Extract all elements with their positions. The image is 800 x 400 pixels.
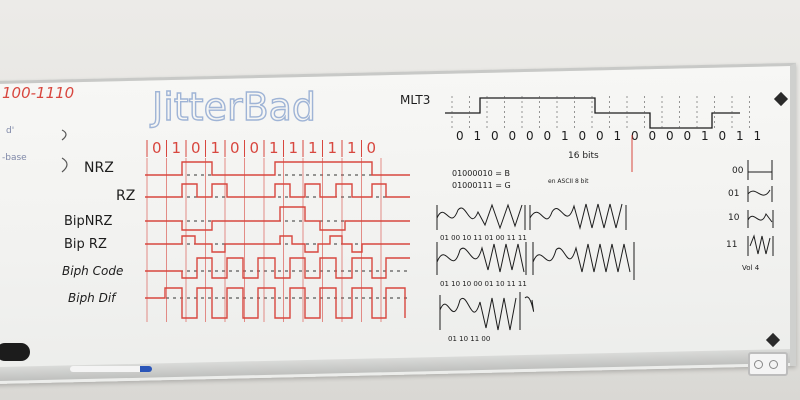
- ascii-line-b: 01000010 = B: [452, 169, 510, 178]
- legend-code-00: 00: [732, 166, 744, 176]
- wave-biph-dif: [145, 287, 406, 319]
- wave-bipnrz: [145, 206, 410, 231]
- label-bipnrz: BipNRZ: [64, 214, 113, 229]
- header-bit: 0: [230, 139, 240, 157]
- mlt3-bit: 0: [719, 129, 727, 143]
- label-biph-code: Biph Code: [62, 264, 123, 278]
- wall-socket: [748, 352, 788, 376]
- red-waveforms: [145, 161, 410, 319]
- mlt3-bit: 0: [631, 129, 639, 143]
- wave-biph-code: [145, 257, 410, 279]
- header-bit: 1: [328, 139, 338, 157]
- mlt3-bit: 1: [754, 129, 762, 143]
- mlt3-bit: 0: [649, 129, 657, 143]
- mlt3-bit: 0: [509, 129, 517, 143]
- legend-code-01: 01: [728, 189, 739, 199]
- wave-mlt3: [445, 97, 740, 129]
- legend-code-10: 10: [728, 213, 740, 223]
- header-bit: 1: [269, 139, 279, 157]
- baselines: [145, 174, 410, 299]
- board-title: JitterBad: [150, 85, 316, 129]
- wave-biprz: [145, 235, 410, 253]
- eraser-magnet: [0, 343, 30, 361]
- label-rz: RZ: [116, 188, 135, 204]
- left-fragment-2: -base: [2, 153, 27, 163]
- label-biprz: Bip RZ: [64, 237, 107, 252]
- header-bit: 1: [308, 139, 318, 157]
- header-bit: 0: [367, 139, 377, 157]
- mlt3-bit: 1: [474, 129, 482, 143]
- mlt3-bit: 1: [561, 129, 569, 143]
- mlt3-bit: 0: [666, 129, 674, 143]
- blue-marker: [70, 366, 152, 372]
- legend-code-11: 11: [726, 240, 737, 250]
- header-bit: 0: [191, 139, 201, 157]
- mlt3-bit: 0: [544, 129, 552, 143]
- mlt3-bit: 0: [684, 129, 692, 143]
- ascii-line-g: 01000111 = G: [452, 181, 511, 190]
- row3-bits: 01 10 11 00: [448, 335, 490, 343]
- mlt3-bit: 1: [736, 129, 744, 143]
- row1-bits: 01 00 10 11 01 00 11 11: [440, 234, 527, 242]
- mlt3-grid: [451, 96, 750, 130]
- legend-glyphs: [747, 160, 774, 256]
- header-bit: 1: [172, 139, 182, 157]
- label-nrz: NRZ: [84, 160, 114, 176]
- row2-bits: 01 10 10 00 01 10 11 11: [440, 280, 527, 288]
- header-bit: 1: [211, 139, 221, 157]
- mlt3-bit: 0: [491, 129, 499, 143]
- corner-label: 100-1110: [2, 84, 74, 102]
- mlt3-bit: 0: [456, 129, 464, 143]
- ascii-note: en ASCII 8 bit: [548, 178, 589, 185]
- header-bit: 0: [250, 139, 260, 157]
- left-fragment-1: d': [6, 126, 14, 136]
- legend-note: Vol 4: [742, 264, 760, 272]
- mlt3-bit: 1: [614, 129, 622, 143]
- mlt3-bit: 0: [526, 129, 534, 143]
- header-bit: 0: [152, 139, 162, 157]
- wave-rz: [145, 183, 410, 198]
- header-bit: 1: [347, 139, 357, 157]
- header-bit: 1: [289, 139, 299, 157]
- label-biph-dif: Biph Dif: [68, 291, 117, 305]
- bit-count: 16 bits: [568, 151, 599, 161]
- mlt3-label: MLT3: [400, 93, 430, 107]
- mlt3-bit: 0: [579, 129, 587, 143]
- mlt3-bit: 1: [701, 129, 709, 143]
- black-waveforms: [436, 203, 635, 331]
- mlt3-bit: 0: [596, 129, 604, 143]
- wave-nrz: [145, 161, 410, 176]
- bit-grid: [146, 158, 382, 322]
